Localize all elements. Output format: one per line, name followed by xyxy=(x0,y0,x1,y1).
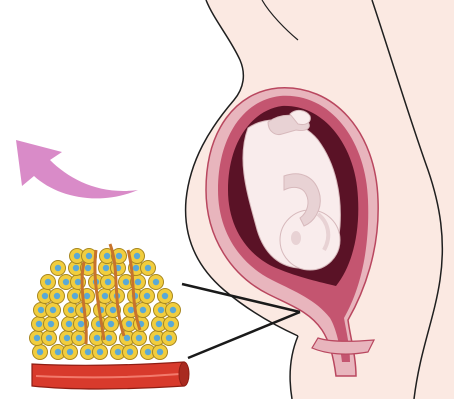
cell-nucleus xyxy=(123,279,129,285)
cell-nucleus xyxy=(84,293,90,299)
cell-nucleus xyxy=(102,293,108,299)
cell-nucleus xyxy=(34,335,40,341)
cell-nucleus xyxy=(66,321,72,327)
cell-nucleus xyxy=(48,321,54,327)
tissue-cluster xyxy=(30,244,190,389)
cell-nucleus xyxy=(67,349,73,355)
cell-nucleus xyxy=(170,307,176,313)
cell-nucleus xyxy=(37,349,43,355)
yellow-cell-grid xyxy=(30,249,181,360)
cell-nucleus xyxy=(55,265,61,271)
cell-nucleus xyxy=(50,307,56,313)
cell-nucleus xyxy=(134,253,140,259)
cell-nucleus xyxy=(36,321,42,327)
cell-nucleus xyxy=(166,335,172,341)
cell-nucleus xyxy=(42,293,48,299)
cell-nucleus xyxy=(168,321,174,327)
cell-nucleus xyxy=(85,265,91,271)
cell-nucleus xyxy=(140,307,146,313)
cell-nucleus xyxy=(156,321,162,327)
cell-nucleus xyxy=(153,279,159,285)
cell-nucleus xyxy=(74,253,80,259)
cell-nucleus xyxy=(45,279,51,285)
cell-nucleus xyxy=(38,307,44,313)
cell-nucleus xyxy=(104,253,110,259)
cell-nucleus xyxy=(76,335,82,341)
cell-nucleus xyxy=(128,307,134,313)
cell-nucleus xyxy=(94,335,100,341)
cell-nucleus xyxy=(63,279,69,285)
cell-nucleus xyxy=(126,321,132,327)
cell-nucleus xyxy=(110,307,116,313)
cell-nucleus xyxy=(145,265,151,271)
cell-nucleus xyxy=(64,335,70,341)
cell-nucleus xyxy=(75,279,81,285)
cell-nucleus xyxy=(136,335,142,341)
curved-arrow-icon xyxy=(16,140,138,198)
cell-nucleus xyxy=(135,279,141,285)
cell-nucleus xyxy=(85,349,91,355)
cell-nucleus xyxy=(144,293,150,299)
cell-nucleus xyxy=(73,265,79,271)
cell-nucleus xyxy=(108,321,114,327)
cell-nucleus xyxy=(68,307,74,313)
cell-nucleus xyxy=(72,293,78,299)
cell-nucleus xyxy=(86,253,92,259)
cell-nucleus xyxy=(133,265,139,271)
cell-nucleus xyxy=(154,335,160,341)
cell-nucleus xyxy=(115,349,121,355)
cell-nucleus xyxy=(127,349,133,355)
cell-nucleus xyxy=(105,279,111,285)
cell-nucleus xyxy=(78,321,84,327)
cell-nucleus xyxy=(157,349,163,355)
cell-nucleus xyxy=(124,335,130,341)
cell-nucleus xyxy=(54,293,60,299)
cell-nucleus xyxy=(158,307,164,313)
cell-nucleus xyxy=(103,265,109,271)
cell-nucleus xyxy=(145,349,151,355)
cell-nucleus xyxy=(162,293,168,299)
cell-nucleus xyxy=(97,349,103,355)
cell-nucleus xyxy=(106,335,112,341)
cell-nucleus xyxy=(55,349,61,355)
cell-nucleus xyxy=(46,335,52,341)
cell-nucleus xyxy=(116,253,122,259)
